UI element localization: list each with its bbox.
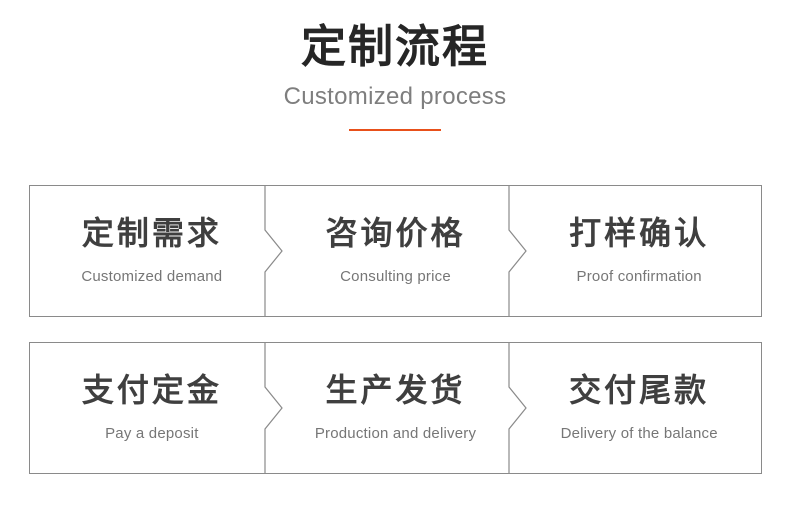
step-title-cn: 支付定金 bbox=[81, 372, 222, 409]
step-row: 定制需求 Customized demand 咨询价格 Consulting p… bbox=[29, 185, 762, 317]
step-title-en: Consulting price bbox=[340, 268, 451, 286]
step-row: 支付定金 Pay a deposit 生产发货 Production and d… bbox=[29, 342, 762, 474]
step-title-cn: 打样确认 bbox=[569, 215, 710, 252]
step-title-cn: 咨询价格 bbox=[325, 215, 466, 252]
page-header: 定制流程 Customized process bbox=[0, 0, 790, 131]
step-title-en: Delivery of the balance bbox=[560, 425, 718, 443]
step-cell-consulting-price[interactable]: 咨询价格 Consulting price bbox=[274, 186, 518, 316]
step-title-en: Proof confirmation bbox=[576, 268, 702, 286]
step-cell-proof-confirmation[interactable]: 打样确认 Proof confirmation bbox=[517, 186, 761, 316]
page-title: 定制流程 bbox=[300, 21, 489, 72]
step-title-cn: 定制需求 bbox=[81, 215, 222, 252]
step-cell-production-and-delivery[interactable]: 生产发货 Production and delivery bbox=[274, 343, 518, 473]
title-divider bbox=[349, 128, 441, 131]
step-title-en: Production and delivery bbox=[314, 425, 477, 443]
step-title-cn: 交付尾款 bbox=[569, 372, 710, 409]
step-title-en: Pay a deposit bbox=[105, 425, 199, 443]
title-divider-wrap bbox=[0, 128, 790, 131]
step-title-cn: 生产发货 bbox=[325, 372, 466, 409]
step-cell-customized-demand[interactable]: 定制需求 Customized demand bbox=[30, 186, 274, 316]
step-cell-delivery-of-the-balance[interactable]: 交付尾款 Delivery of the balance bbox=[517, 343, 761, 473]
page-subtitle: Customized process bbox=[283, 83, 507, 111]
process-steps: 定制需求 Customized demand 咨询价格 Consulting p… bbox=[29, 185, 762, 474]
step-title-en: Customized demand bbox=[81, 268, 223, 286]
step-cell-pay-a-deposit[interactable]: 支付定金 Pay a deposit bbox=[30, 343, 274, 473]
